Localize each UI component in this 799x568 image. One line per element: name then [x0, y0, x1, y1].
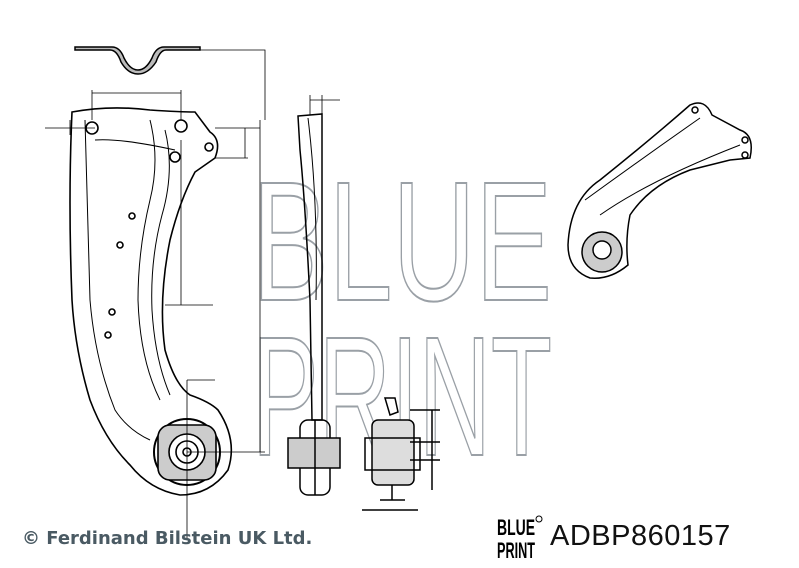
dimension-lines: [45, 49, 340, 540]
watermark: BLUE PRINT: [251, 146, 553, 493]
trailing-arm-side-view: [287, 113, 341, 496]
copyright-text: © Ferdinand Bilstein UK Ltd.: [22, 528, 313, 549]
trailing-arm-front-view: [69, 107, 233, 496]
trailing-arm-3d-view: [567, 102, 752, 279]
blue-print-logo: BLUE PRINT: [497, 515, 543, 560]
top-profile-view: [74, 46, 201, 75]
bushing-view: [362, 397, 440, 511]
svg-text:BLUE: BLUE: [252, 147, 552, 337]
svg-text:BLUE: BLUE: [497, 515, 535, 540]
svg-text:PRINT: PRINT: [497, 538, 535, 560]
part-number: ADBP860157: [550, 520, 731, 552]
